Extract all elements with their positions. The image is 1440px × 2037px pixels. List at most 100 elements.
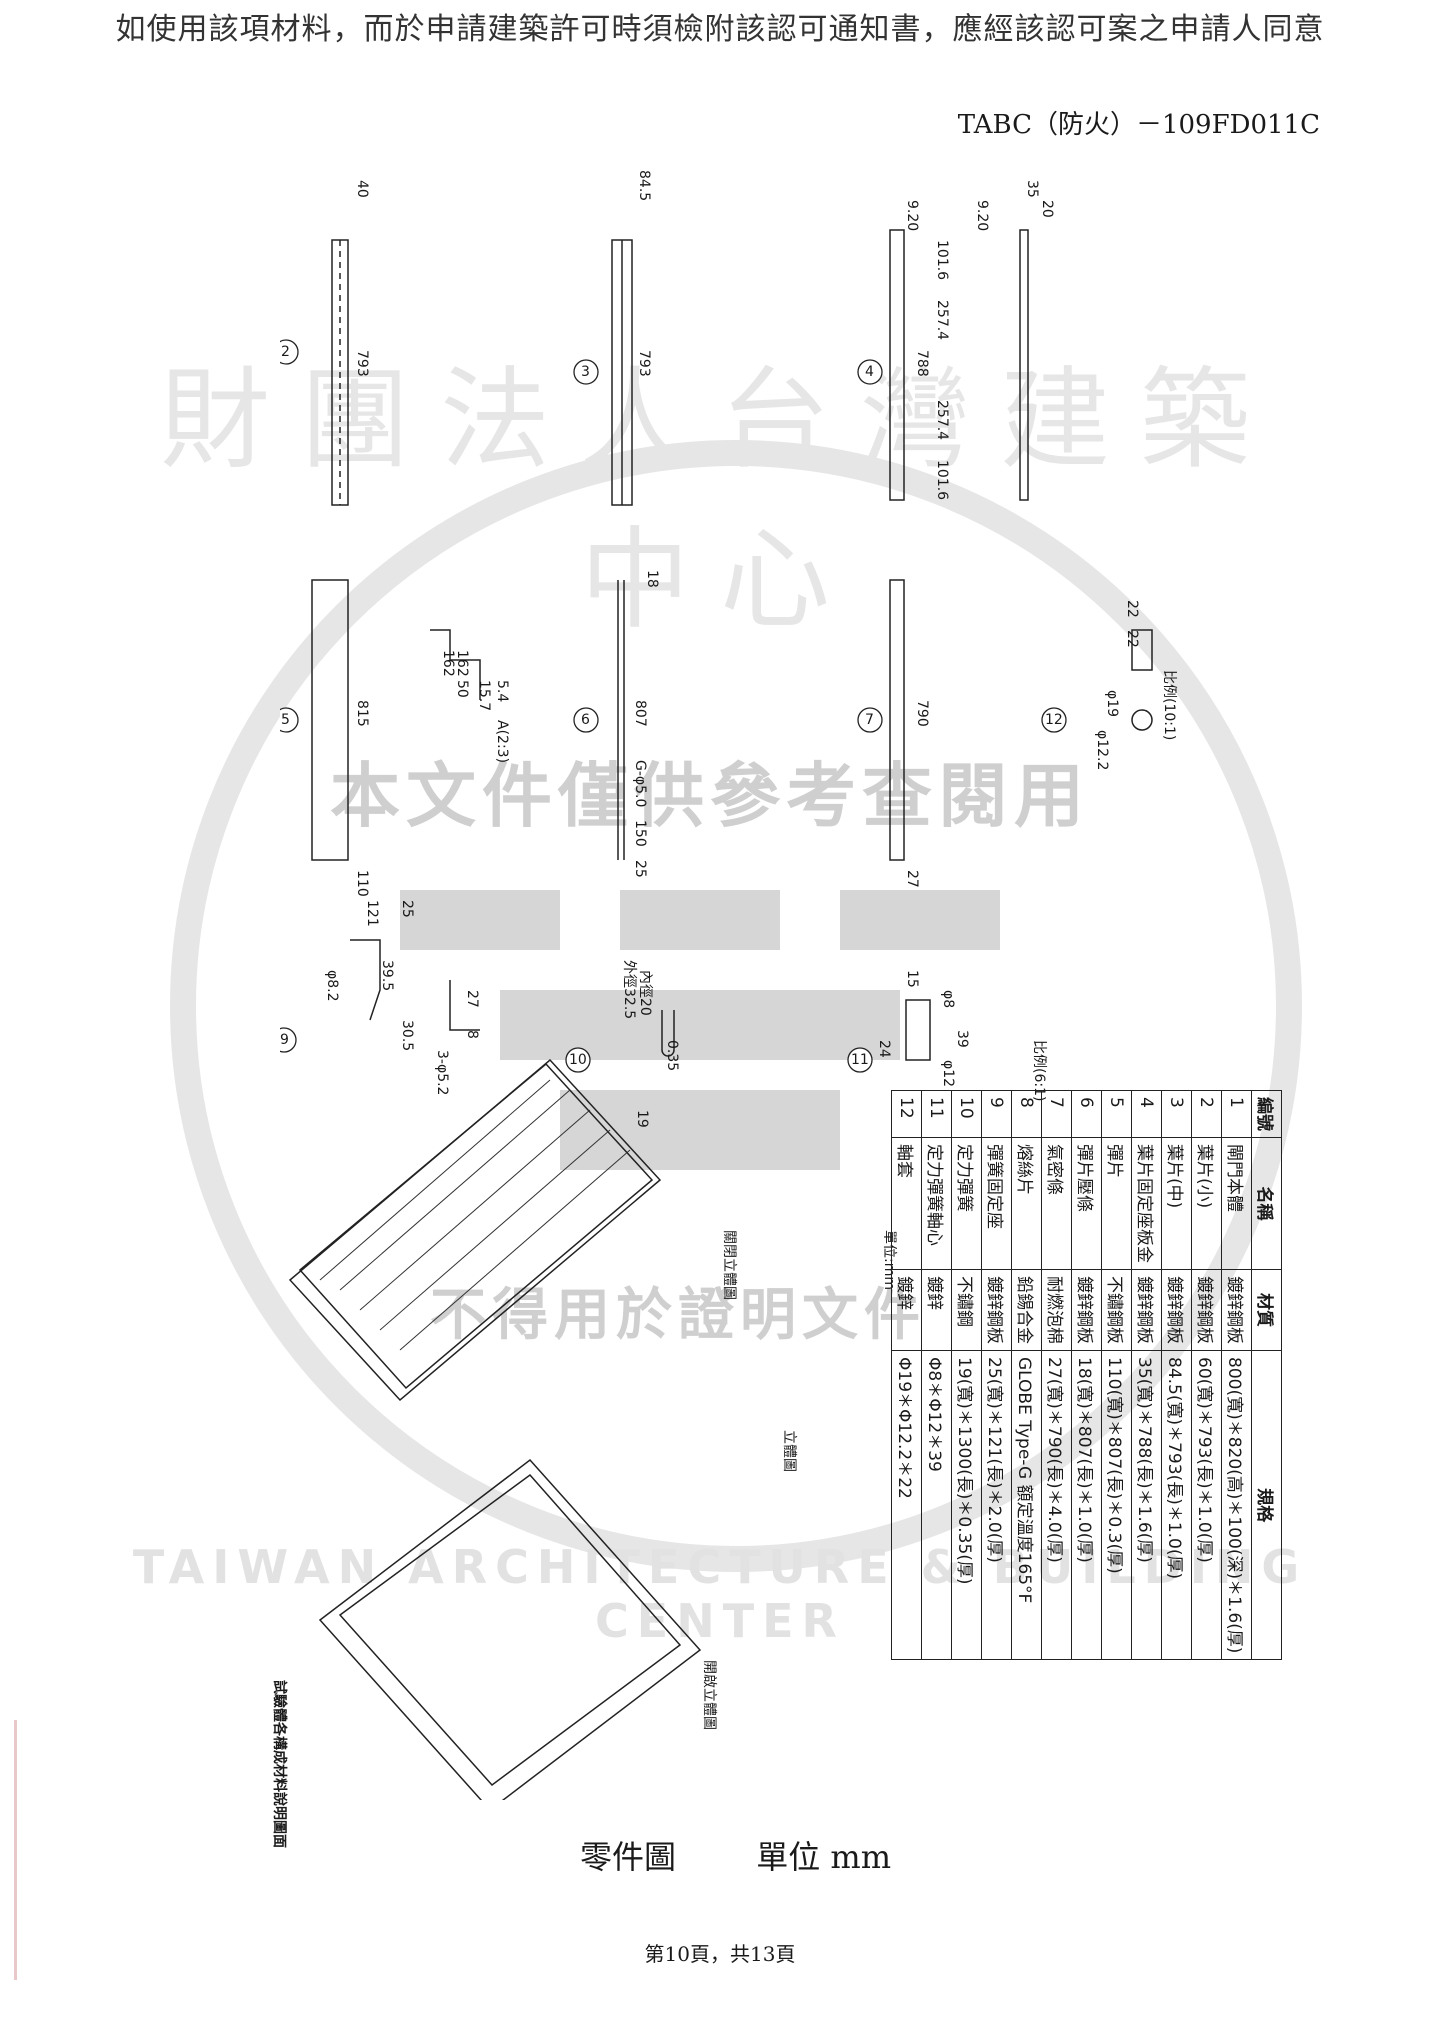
dim-9-d: 30.5 (399, 1020, 415, 1052)
part-label-5: 5 (281, 712, 290, 728)
cell-name: 定力彈簧軸心 (921, 1137, 952, 1270)
cell-material: 不鏽鋼板 (1101, 1269, 1132, 1351)
dim-12-a: φ19 (1104, 690, 1120, 718)
watermark-logo (400, 870, 1000, 1190)
cell-name: 葉片(中) (1161, 1137, 1192, 1270)
dim-9-b: 25 (399, 900, 415, 918)
dim-4-b: 257.4 (934, 400, 950, 441)
cell-name: 彈片 (1101, 1137, 1132, 1270)
dim-6-hole: G-φ5.0 (632, 760, 648, 808)
cell-name: 彈簧固定座 (981, 1137, 1012, 1270)
dim-11-c: 39 (954, 1030, 970, 1048)
cell-no: 12 (891, 1090, 922, 1138)
dim-9-a: 121 (364, 900, 380, 927)
dim-6-c: 18 (644, 570, 660, 588)
dim-4-e: 35 (1024, 180, 1040, 198)
cell-name: 軸套 (891, 1137, 922, 1270)
part-label-2: 2 (281, 344, 290, 360)
dim-a-1: 15.7 (476, 680, 492, 712)
cell-no: 4 (1131, 1090, 1162, 1138)
dim-a-5: 162 (454, 650, 470, 677)
header-no: 編號 (1251, 1090, 1282, 1138)
cell-spec: GLOBE Type-G 額定溫度165°F (1011, 1350, 1042, 1660)
cell-spec: 84.5(寬)＊793(長)＊1.0(厚) (1161, 1350, 1192, 1660)
watermark-secondary: 不得用於證明文件 (430, 1283, 926, 1348)
cell-name: 葉片(小) (1191, 1137, 1222, 1270)
dim-4-g: 9.20 (904, 200, 920, 232)
cell-no: 2 (1191, 1090, 1222, 1138)
dim-11-d: φ8 (940, 990, 956, 1009)
dim-3-length: 793 (636, 350, 652, 377)
cell-name: 定力彈簧 (951, 1137, 982, 1270)
dim-10-d: 19 (634, 1110, 650, 1128)
parts-drawing-sheet: 2 3 4 5 6 7 9 10 11 12 793 40 793 84.5 7… (271, 160, 1300, 1848)
dim-6-a: 150 (632, 820, 648, 847)
figure-caption: 零件圖 單位 mm (580, 1832, 961, 1878)
part-label-11: 11 (851, 1052, 869, 1068)
cell-no: 9 (981, 1090, 1012, 1138)
dim-9-h: 3-φ5.2 (434, 1050, 450, 1096)
dim-5-width: 110 (354, 870, 370, 897)
cell-material: 鍍鋅鋼板 (981, 1269, 1012, 1351)
cell-no: 10 (951, 1090, 982, 1138)
cell-material: 鍍鋅鋼板 (1071, 1269, 1102, 1351)
part-label-6: 6 (581, 712, 590, 728)
dim-7-width: 27 (904, 870, 920, 888)
part-label-9: 9 (280, 1032, 289, 1048)
dim-4-c: 101.6 (934, 240, 950, 281)
dim-9-f: 8 (464, 1030, 480, 1039)
cell-name: 閘門本體 (1221, 1137, 1252, 1270)
cell-no: 5 (1101, 1090, 1132, 1138)
page-number: 第10頁，共13頁 (644, 1942, 796, 1966)
dim-5-length: 815 (354, 700, 370, 727)
cell-no: 8 (1011, 1090, 1042, 1138)
part-label-12: 12 (1045, 712, 1063, 728)
dim-7-length: 790 (914, 700, 930, 727)
dim-7-b: 22 (1124, 630, 1140, 648)
elevation-label: 立體圖 (781, 1430, 797, 1472)
dim-4-length: 788 (914, 350, 930, 377)
dim-9-c: 39.5 (379, 960, 395, 992)
cell-spec: Φ19＊Φ12.2＊22 (891, 1350, 922, 1660)
caption-title: 零件圖 (580, 1838, 677, 1876)
cell-no: 1 (1221, 1090, 1252, 1138)
dim-9-e: 27 (464, 990, 480, 1008)
table-header-row: 編號 名稱 材質 規格 (1251, 1090, 1282, 1660)
cell-material: 耐燃泡棉 (1041, 1269, 1072, 1351)
cell-spec: 800(寬)＊820(高)＊100(深)＊1.6(厚) (1221, 1350, 1252, 1660)
cell-spec: 27(寬)＊790(長)＊4.0(厚) (1041, 1350, 1072, 1660)
cell-name: 彈片壓條 (1071, 1137, 1102, 1270)
dim-2-length: 793 (354, 350, 370, 377)
header-material: 材質 (1251, 1269, 1282, 1351)
watermark-main: 本文件僅供參考查閱用 (330, 755, 1090, 837)
header-spec: 規格 (1251, 1350, 1282, 1660)
cell-spec: 60(寬)＊793(長)＊1.0(厚) (1191, 1350, 1222, 1660)
cell-material: 鍍鋅鋼板 (1191, 1269, 1222, 1351)
caption-unit: 單位 mm (756, 1838, 892, 1876)
header-name: 名稱 (1251, 1137, 1282, 1270)
dim-4-f: 20 (1039, 200, 1055, 218)
dim-10-c: 0.35 (664, 1040, 680, 1072)
cell-material: 不鏽鋼 (951, 1269, 982, 1351)
watermark-chinese: 財團法人台灣建築中心 (160, 356, 1280, 644)
cell-spec: 19(寬)＊1300(長)＊0.35(厚) (951, 1350, 982, 1660)
dim-a-2: 5.4 (494, 680, 510, 703)
cell-material: 鍍鋅 (921, 1269, 952, 1351)
detail-a-label: A(2:3) (494, 720, 510, 764)
dim-6-length: 807 (632, 700, 648, 727)
cell-no: 7 (1041, 1090, 1072, 1138)
cell-material: 鉛錫合金 (1011, 1269, 1042, 1351)
dim-6-b: 25 (632, 860, 648, 878)
part-label-10: 10 (569, 1052, 587, 1068)
dim-11-a: 15 (904, 970, 920, 988)
